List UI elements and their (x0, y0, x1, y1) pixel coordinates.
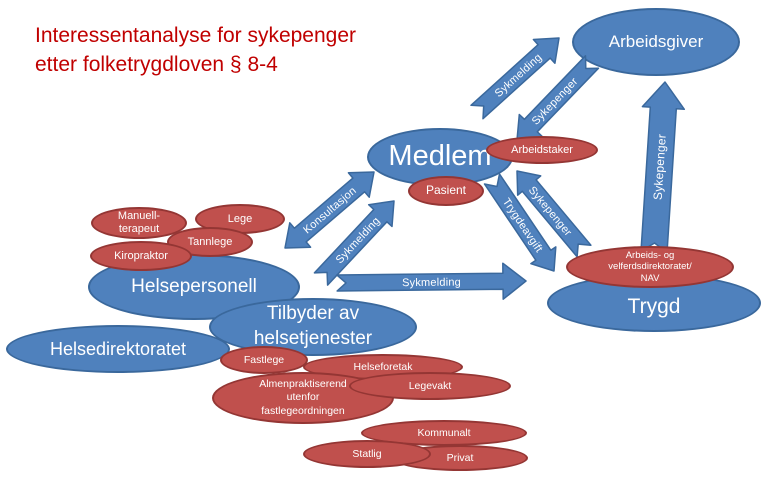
arbeidsgiver-node: Arbeidsgiver (572, 8, 740, 76)
nav-node: Arbeids- og velferdsdirektoratet/ NAV (566, 246, 734, 288)
arbeidstaker-node: Arbeidstaker (486, 136, 598, 164)
sykmelding-tilbyder-nav-arrow-label: Sykmelding (402, 277, 461, 290)
konsultasjon-medlem-helsepersonell-arrow-label: Konsultasjon (301, 185, 359, 237)
pasient-node: Pasient (408, 176, 484, 206)
sykepenger-nav-medlem-arrow (516, 170, 592, 258)
sykepenger-nav-arbeidsgiver-arrow (640, 81, 686, 254)
fastlege-node: Fastlege (220, 346, 308, 374)
trygd-node: Trygd (547, 274, 761, 332)
manuellterapeut-node: Manuell- terapeut (91, 207, 187, 239)
trygdeavgift-medlem-nav-arrow (483, 173, 557, 272)
sykmelding-tilbyder-nav-arrow (336, 262, 527, 300)
sykmelding-medlem-arbeidsgiver-arrow (470, 37, 560, 120)
kiropraktor-node: Kiropraktor (90, 241, 192, 271)
sykepenger-arbeidsgiver-medlem-arrow-label: Sykepenger (530, 75, 581, 127)
statlig-node: Statlig (303, 440, 431, 468)
sykepenger-nav-arbeidsgiver-arrow-label: Sykepenger (651, 134, 669, 201)
tilbyder-av-helsetjenester-node: Tilbyder av helsetjenester (209, 298, 417, 356)
sykmelding-medlem-arbeidsgiver-arrow-label: Sykmelding (493, 51, 545, 99)
sykmelding-helsepersonell-medlem-arrow-label: Sykmelding (334, 215, 383, 266)
konsultasjon-medlem-helsepersonell-arrow (284, 171, 375, 249)
helsedirektoratet-node: Helsedirektoratet (6, 325, 230, 373)
legevakt-node: Legevakt (349, 372, 511, 400)
diagram-title: Interessentanalyse for sykepenger etter … (35, 24, 357, 76)
sykmelding-helsepersonell-medlem-arrow (313, 200, 395, 286)
